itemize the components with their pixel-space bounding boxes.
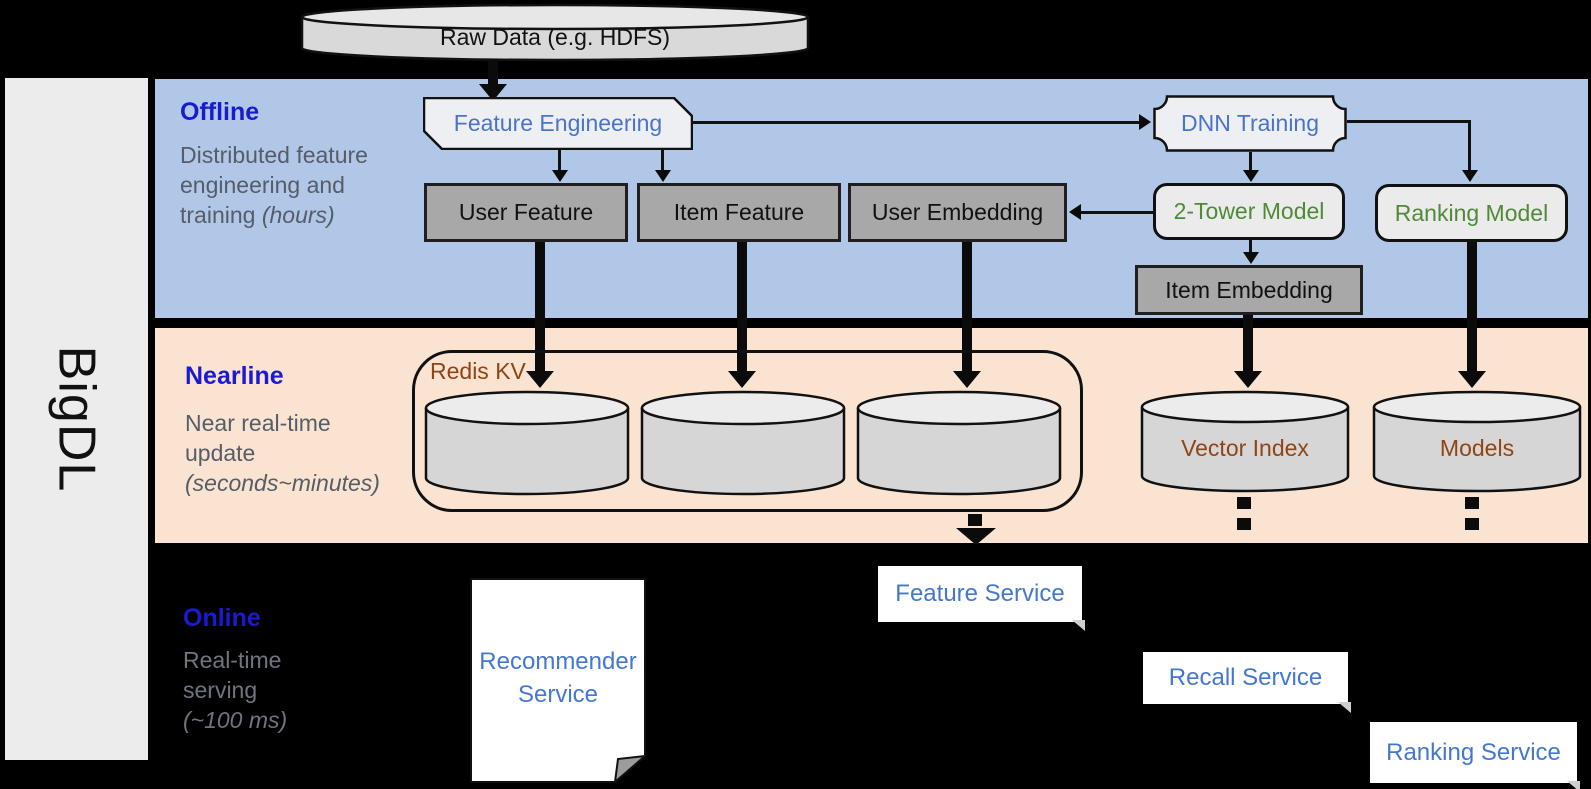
arrow-userfeature-to-redis: [535, 242, 545, 372]
user-embedding-box: User Embedding: [848, 183, 1067, 242]
arrowhead-fe-to-itemfeature: [655, 170, 671, 182]
arrow-dnn-to-rankingmodel-h: [1347, 120, 1471, 123]
plaque-shape-icon: [1153, 95, 1347, 152]
item-feature-box: Item Feature: [637, 183, 841, 242]
cylinder-shape-icon: [424, 390, 630, 496]
document-shape-icon: [470, 578, 649, 785]
arrowhead-userfeature-to-redis: [526, 371, 554, 388]
arrowhead-itemfeature-to-redis: [728, 371, 756, 388]
ranking-model-box: Ranking Model: [1375, 184, 1568, 242]
arrow-rawdata-to-fe: [488, 60, 498, 86]
folded-corner-icon: [1072, 620, 1085, 631]
redis-cylinder-2: [640, 390, 846, 502]
arrow-userembedding-to-redis: [962, 242, 972, 372]
arrowhead-itemembedding-to-vectorindex: [1234, 371, 1262, 388]
arrowhead-twotower-to-itemembedding: [1243, 252, 1259, 264]
cylinder-shape-icon: [856, 390, 1062, 496]
models-label: Models: [1439, 434, 1515, 461]
arrow-dnn-to-rankingmodel-v: [1468, 120, 1471, 172]
arrowhead-redis-to-featureservice: [956, 528, 996, 545]
redis-cylinder-3: [856, 390, 1062, 502]
models-cylinder: Models: [1372, 390, 1582, 494]
feature-engineering-node: Feature Engineering: [422, 96, 694, 151]
ranking-service-label: Ranking Service: [1386, 738, 1561, 766]
arrow-fe-to-dnn: [693, 121, 1139, 124]
offline-desc-text: Distributed feature engineering and trai…: [180, 142, 368, 228]
dashed-arrow-vectorindex-to-recall-2: [1237, 518, 1251, 530]
dnn-training-label: DNN Training: [1180, 110, 1320, 136]
recommender-service-label: Recommender Service: [479, 648, 637, 708]
dashed-arrow-vectorindex-to-recall-1: [1237, 497, 1251, 509]
nearline-desc-text: Near real-time update: [185, 410, 331, 466]
recall-service-label: Recall Service: [1168, 664, 1323, 691]
arrow-fe-to-itemfeature: [661, 150, 664, 172]
item-embedding-box: Item Embedding: [1135, 265, 1363, 315]
cylinder-shape-icon: [300, 3, 810, 62]
arrowhead-rankingmodel-to-models: [1458, 371, 1486, 388]
feature-engineering-label: Feature Engineering: [453, 110, 663, 136]
arrowhead-userembedding-to-redis: [953, 371, 981, 388]
user-feature-box: User Feature: [424, 183, 628, 242]
offline-desc-note: (hours): [261, 202, 335, 228]
cylinder-shape-icon: [640, 390, 846, 496]
recall-service-box: Recall Service: [1143, 652, 1351, 713]
bigdl-sidebar: BigDL: [5, 78, 148, 760]
raw-data-cylinder: Raw Data (e.g. HDFS): [300, 3, 810, 63]
arrow-fe-to-userfeature: [558, 150, 561, 172]
two-tower-model-box: 2-Tower Model: [1153, 183, 1345, 240]
recommender-service-document: Recommender Service: [470, 578, 649, 785]
online-region-description: Real-time serving (~100 ms): [183, 645, 318, 735]
nearline-desc-note: (seconds~minutes): [185, 470, 380, 496]
arrowhead-dnn-to-twotower: [1243, 170, 1259, 182]
arrowhead-fe-to-userfeature: [552, 170, 568, 182]
folded-corner-icon: [1567, 781, 1580, 789]
offline-region-description: Distributed feature engineering and trai…: [180, 140, 368, 230]
redis-kv-container: [412, 350, 1083, 512]
offline-region-title: Offline: [180, 98, 260, 126]
feature-service-label: Feature Service: [895, 580, 1065, 607]
dnn-training-node: DNN Training: [1153, 95, 1347, 152]
raw-data-label: Raw Data (e.g. HDFS): [439, 23, 671, 50]
nearline-region-description: Near real-time update (seconds~minutes): [185, 408, 400, 498]
arrow-twotower-to-userembedding: [1081, 211, 1153, 214]
arrow-itemfeature-to-redis: [737, 242, 747, 372]
dashed-arrow-models-to-ranking-2: [1465, 518, 1479, 530]
arrow-twotower-to-itemembedding: [1249, 240, 1252, 254]
arrowhead-twotower-to-userembedding: [1069, 204, 1081, 220]
feature-service-box: Feature Service: [878, 566, 1085, 631]
dashed-arrow-redis-to-featureservice: [968, 514, 982, 526]
brand-label: BigDL: [47, 345, 106, 493]
arrow-rankingmodel-to-models: [1467, 242, 1477, 372]
redis-kv-label: Redis KV: [430, 358, 526, 384]
cylinder-shape-icon: [1372, 390, 1582, 493]
vector-index-cylinder: Vector Index: [1140, 390, 1350, 494]
redis-cylinder-1: [424, 390, 630, 502]
arrowhead-dnn-to-rankingmodel: [1462, 170, 1478, 182]
ranking-service-box: Ranking Service: [1370, 722, 1580, 789]
online-desc-note: (~100 ms): [183, 707, 288, 733]
arrow-dnn-to-twotower: [1249, 152, 1252, 172]
dashed-arrow-models-to-ranking-1: [1465, 497, 1479, 509]
cylinder-shape-icon: [1140, 390, 1350, 493]
online-region-title: Online: [183, 604, 261, 632]
arrow-itemembedding-to-vectorindex: [1243, 315, 1253, 372]
arrowhead-fe-to-dnn: [1139, 114, 1151, 130]
folded-corner-icon: [1338, 702, 1351, 713]
arrowhead-rawdata-to-fe: [479, 84, 507, 101]
nearline-region-title: Nearline: [185, 362, 284, 390]
vector-index-label: Vector Index: [1181, 434, 1309, 461]
snip-corner-shape-icon: [422, 96, 694, 151]
online-desc-text: Real-time serving: [183, 647, 282, 703]
